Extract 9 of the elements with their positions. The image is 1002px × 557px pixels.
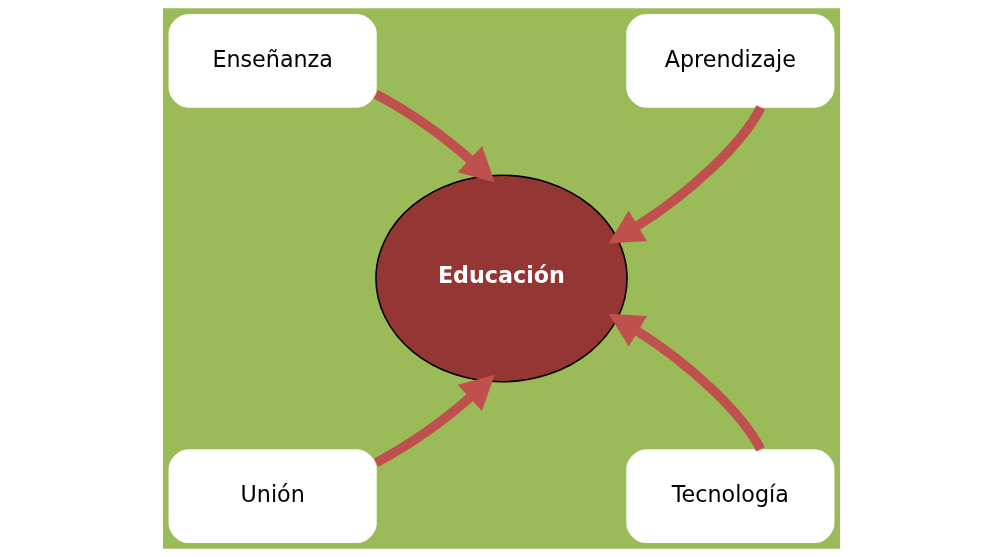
node-box: Tecnología bbox=[625, 449, 834, 544]
node-box: Aprendizaje bbox=[625, 13, 834, 108]
node-box: Enseñanza bbox=[168, 13, 377, 108]
arrow bbox=[608, 105, 765, 244]
node-box: Unión bbox=[168, 449, 377, 544]
arrow bbox=[373, 90, 495, 183]
arrow bbox=[608, 313, 765, 452]
node-ellipse: Educación bbox=[374, 174, 628, 383]
arrow bbox=[373, 374, 495, 467]
